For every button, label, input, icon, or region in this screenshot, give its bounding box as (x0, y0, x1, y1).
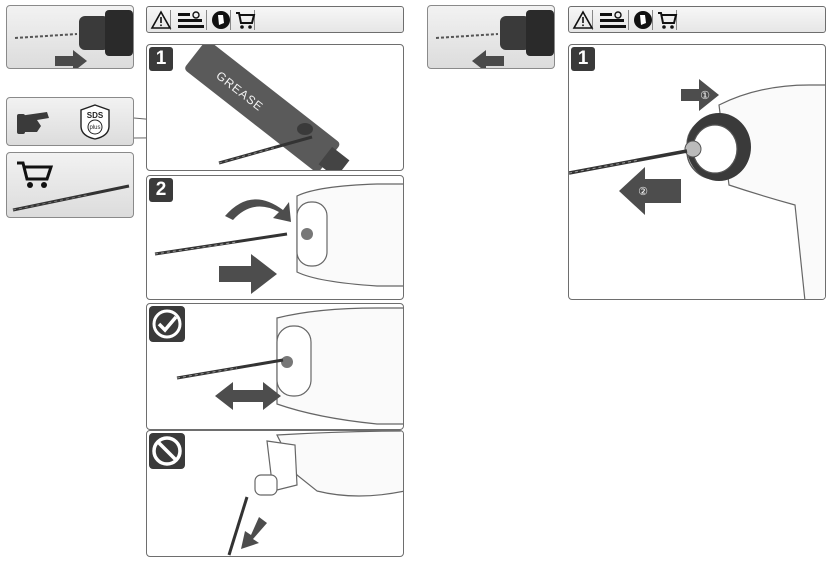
sds-label: SDS (87, 111, 104, 120)
cart-icon (657, 10, 678, 30)
sds-thumbnail: SDS plus (6, 97, 134, 146)
grease-tube-drawing: GREASE (185, 45, 350, 170)
prohibited-icon (149, 433, 185, 469)
remove-step-1-number: 1 (571, 47, 595, 71)
warning-icon (150, 10, 172, 30)
remove-step-1-panel: 1 ① ② (568, 44, 826, 300)
marker-2: ② (638, 186, 648, 198)
fall-arrow-icon (241, 517, 267, 549)
rotate-arrow-icon (225, 199, 291, 222)
pointing-hand-icon (17, 112, 49, 134)
falling-bit-drawing (227, 431, 403, 556)
insert-thumbnail-drawing (14, 10, 133, 68)
pull-sleeve-arrow-icon (681, 79, 719, 111)
header-bar-right (568, 6, 826, 33)
check-circle-icon (149, 306, 185, 342)
seated-bit-drawing (176, 307, 403, 425)
push-arrow-icon (219, 254, 277, 294)
glove-icon (211, 10, 231, 30)
workbench-icon (597, 10, 629, 30)
sds-plus-badge: SDS plus (79, 104, 111, 140)
step-1-number: 1 (149, 47, 173, 71)
warning-icon (572, 10, 594, 30)
drill-bit-drawing (12, 184, 130, 212)
remove-thumbnail-drawing (435, 10, 554, 68)
glove-icon (633, 10, 653, 30)
workbench-icon (175, 10, 207, 30)
remove-thumbnail (427, 5, 555, 69)
insert-thumbnail (6, 5, 134, 69)
double-arrow-icon (215, 382, 281, 410)
step-2-panel: 2 (146, 175, 404, 300)
step-1-panel: 1 GREASE (146, 44, 404, 171)
cart-icon (17, 161, 54, 188)
marker-1: ① (700, 90, 710, 102)
header-bar-left (146, 6, 404, 33)
cart-icon (235, 10, 256, 30)
correct-panel (146, 303, 404, 430)
accessory-thumbnail (6, 152, 134, 218)
plus-label: plus (89, 125, 100, 131)
insert-bit-drawing (154, 183, 403, 294)
pull-bit-arrow-icon (619, 167, 681, 215)
remove-bit-drawing: ① ② (569, 79, 825, 299)
step-2-number: 2 (149, 178, 173, 202)
wrong-panel (146, 430, 404, 557)
